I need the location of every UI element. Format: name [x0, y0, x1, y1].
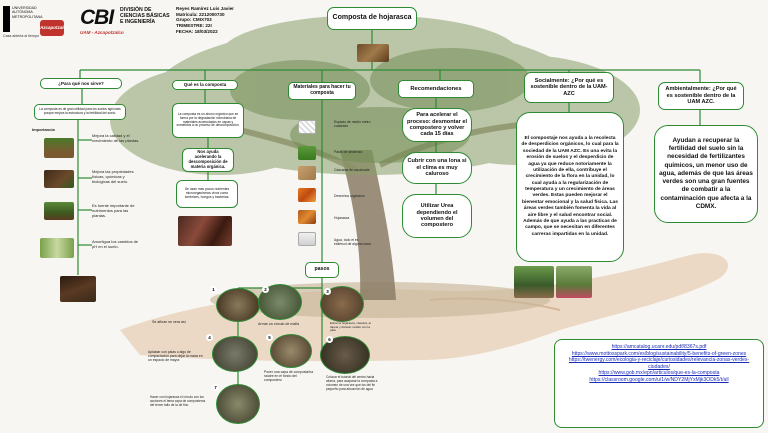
step-4-photo	[212, 336, 258, 372]
material-water-photo	[298, 232, 316, 246]
step-1-number: 1	[210, 286, 217, 293]
worms-photo	[178, 216, 232, 246]
references-box: https://amcatalog.ucanr.edu/pdf/8367s.pd…	[554, 339, 764, 428]
soil-photo	[44, 170, 74, 188]
hands-soil-photo	[60, 276, 96, 302]
azcapotzalco-badge: Azcapotzalco	[40, 20, 69, 36]
uam-logo: UNIVERSIDAD AUTÓNOMA METROPOLITANA Casa …	[3, 6, 45, 44]
what-definition: La composta es un abono orgánico que se …	[172, 103, 244, 138]
environment-text: Ayudan a recuperar la fertilidad del sue…	[654, 125, 758, 223]
student-info: Reyes Ramírez Luis Javier Matrícula: 221…	[176, 6, 234, 34]
what-help: Nos ayuda acelerando la descomposición d…	[182, 148, 234, 172]
reference-link-2[interactable]: https://www.mottosspark.com/es/blog/sust…	[571, 350, 747, 357]
cbi-division-text: DIVISIÓN DE CIENCIAS BÁSICAS E INGENIERÍ…	[120, 7, 170, 25]
reference-link-1[interactable]: https://amcatalog.ucanr.edu/pdf/8367s.pd…	[611, 344, 707, 350]
page-title: Composta de hojarasca	[327, 7, 417, 30]
material-peanut-photo	[298, 166, 316, 180]
recommendation-2: Cubrir con una lona si el clima es muy c…	[402, 152, 472, 184]
material-organic-photo	[298, 188, 316, 202]
reference-link-5[interactable]: https://classroom.google.com/u/1/w/NDY2M…	[589, 377, 729, 384]
uam-logo-bar	[3, 6, 10, 32]
step-7-number: 7	[212, 384, 219, 391]
step-2-number: 2	[262, 286, 269, 293]
material-leaves-photo	[298, 210, 316, 224]
uam-text: UNIVERSIDAD AUTÓNOMA METROPOLITANA	[12, 6, 43, 19]
recommendation-3: Utilizar Urea dependiendo el volumen del…	[402, 194, 472, 238]
reference-link-3[interactable]: https://twenergy.com/ecologia-y-reciclaj…	[568, 357, 750, 370]
branch-materials: Materiales para hacer tu composta	[288, 82, 356, 100]
step-2-text: Armar un círculo de malla	[258, 322, 299, 326]
reference-link-4[interactable]: https://www.gob.mx/epn/articulos/que-es-…	[598, 370, 720, 377]
cbi-logo: CBI	[80, 6, 114, 29]
branch-environment: Ambientalmente: ¿Por qué es sostenible d…	[658, 82, 744, 110]
step-3-text: Echar la hojarasca, cáscara, el tapete y…	[330, 321, 372, 333]
material-item-6: Agua, todo el es estiércol de alguna vac…	[334, 238, 372, 247]
what-help-detail: Se usan mas pocos nutrientes microorgani…	[176, 180, 238, 208]
material-space-photo	[298, 120, 316, 134]
material-item-4: Desechos orgánicos	[334, 194, 365, 198]
importance-item-2: Mejora las propiedades físicas, químicas…	[92, 169, 134, 184]
step-7-text: Hacer con hojarasca el círculo con los a…	[150, 395, 206, 407]
importance-label: Importancia	[32, 127, 55, 132]
ph-photo	[40, 238, 74, 258]
step-4-text: Aplastar con palas o algo de compactació…	[148, 350, 203, 363]
step-5-photo	[270, 334, 312, 368]
material-item-3: Cáscaras de cacahuate	[334, 168, 370, 172]
material-item-5: Hojarasca	[334, 216, 350, 220]
step-5-text: Poner una capa de composta/ha ra/aire en…	[264, 370, 314, 383]
branch-recommendations: Recomendaciones	[398, 80, 474, 98]
step-6-text: Colocar el tutorial del centro hacia afu…	[326, 375, 378, 391]
nutrient-photo	[44, 202, 74, 220]
compost-photo	[357, 44, 389, 62]
steps-title: pasos	[305, 262, 339, 278]
plant-growth-photo	[44, 138, 74, 158]
step-1-photo	[216, 288, 260, 322]
uam-tagline: Casa abierta al tiempo	[3, 34, 39, 38]
branch-social: Socialmente: ¿Por qué es sostenible dent…	[524, 72, 614, 103]
campus-photo-1	[514, 266, 554, 298]
branch-what: Qué es la composta	[172, 80, 238, 90]
importance-item-1: Mejora la calidad y el crecimiento de la…	[92, 133, 140, 143]
cbi-campus: UAM - Azcapotzalco	[80, 30, 124, 35]
social-text: El compostaje nos ayuda a la recolecta d…	[516, 112, 624, 262]
importance-item-3: Es fuente importante de nutrimentos para…	[92, 203, 135, 218]
importance-item-4: Amortigua los cambios de pH en el suelo.	[92, 239, 139, 249]
why-intro: La composta es de gran utilidad para los…	[34, 104, 126, 120]
step-3-number: 3	[324, 288, 331, 295]
step-4-number: 4	[206, 334, 213, 341]
branch-why: ¿Para qué nos sirve?	[40, 78, 122, 89]
recommendation-1: Para acelerar el proceso: desmontar el c…	[402, 108, 472, 142]
material-item-2: Pasto de desbrozo	[334, 150, 363, 154]
material-grass-photo	[298, 146, 316, 160]
step-5-number: 5	[266, 334, 273, 341]
step-7-photo	[216, 384, 260, 424]
campus-photo-2	[556, 266, 592, 298]
step-6-number: 6	[326, 336, 333, 343]
material-item-1: Espacio de medio metro cuadrado	[334, 120, 371, 129]
step-1-text: Se afinan se vera así	[152, 320, 186, 324]
